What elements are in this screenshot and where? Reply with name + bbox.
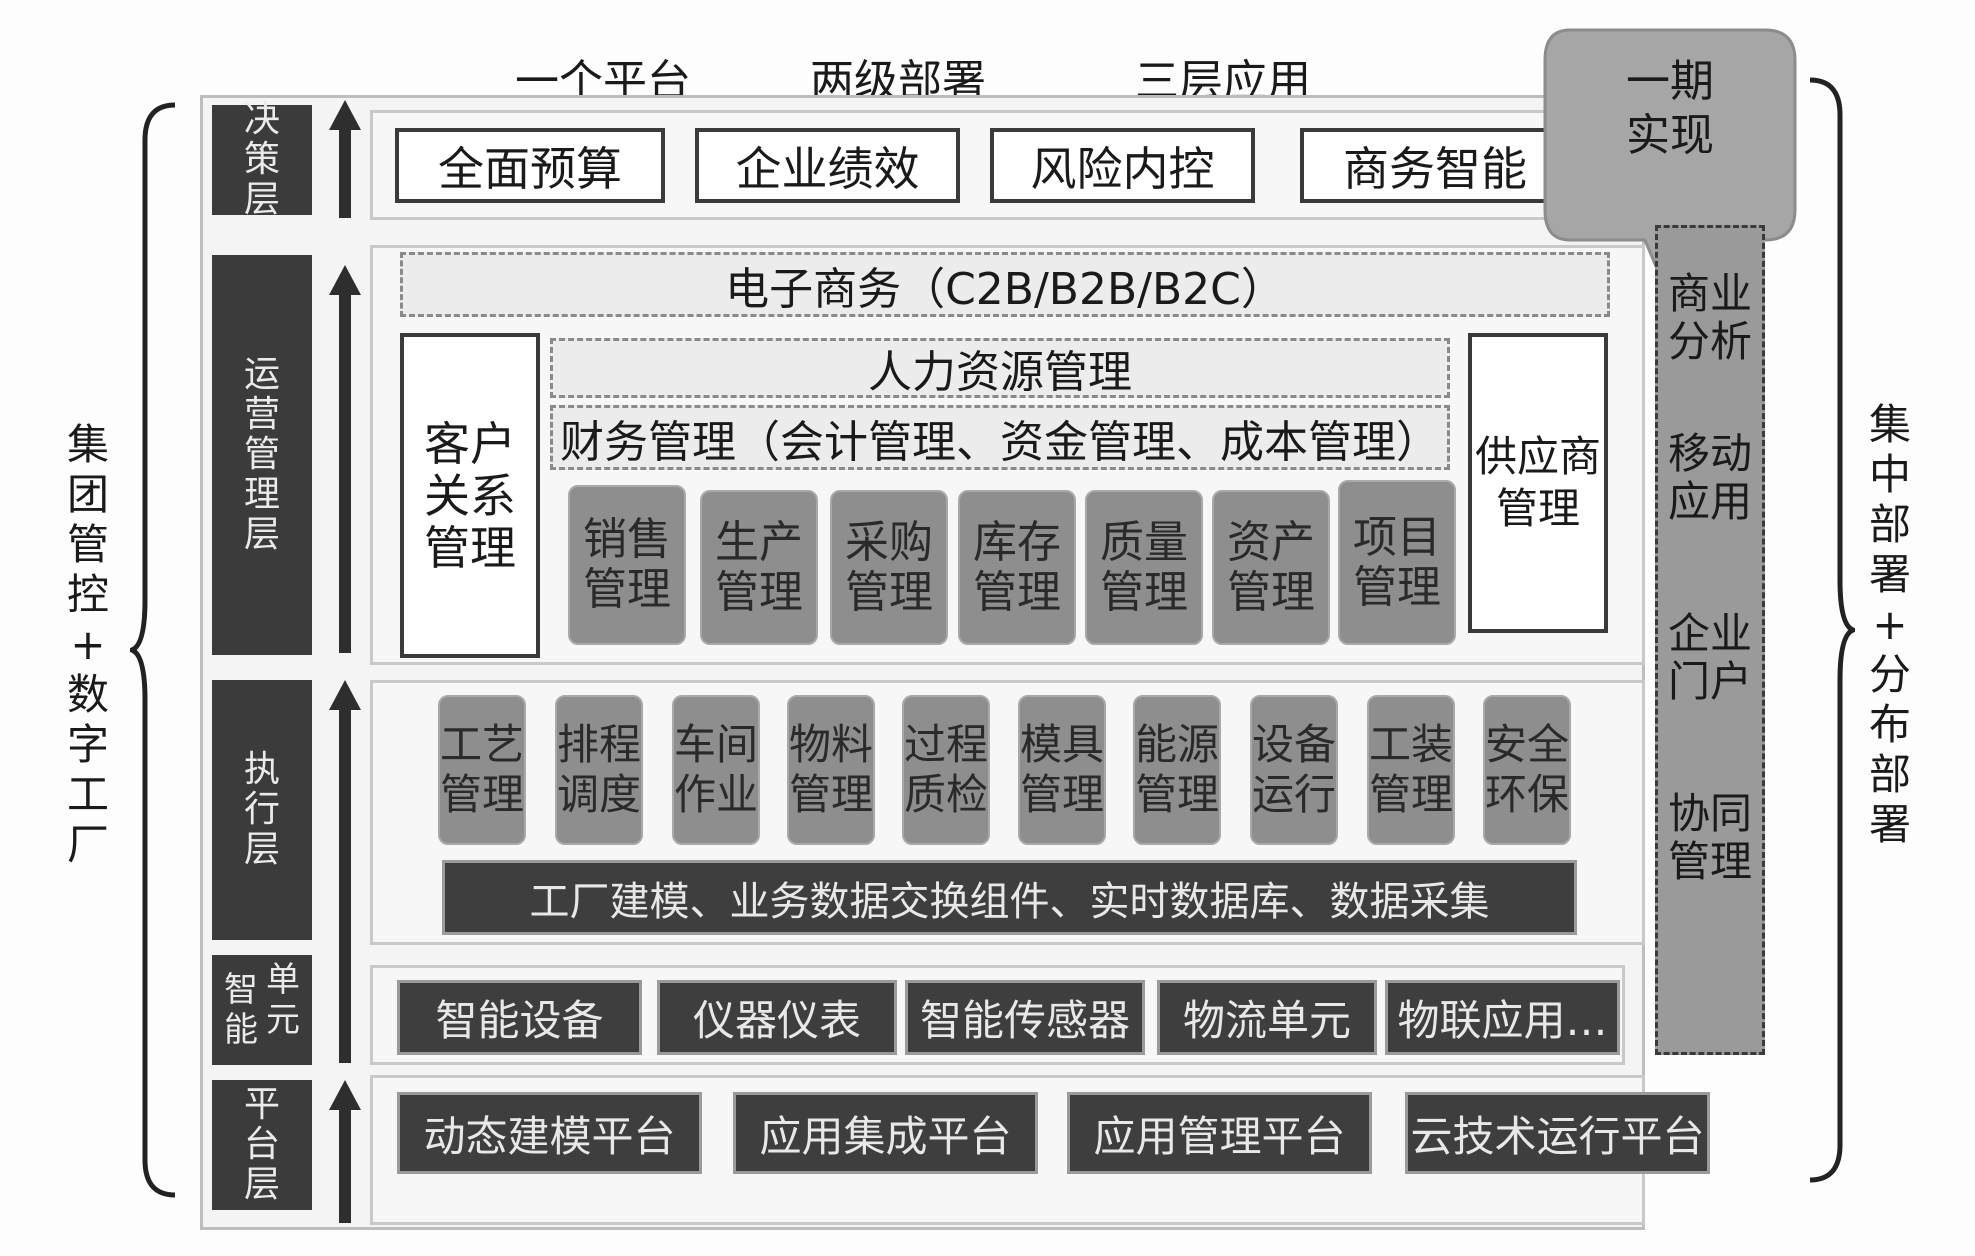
smart-item-devices: 智能设备	[397, 980, 642, 1055]
ops-module-inventory: 库存管理	[958, 490, 1076, 645]
decision-box-risk: 风险内控	[990, 128, 1255, 203]
ops-module-assets: 资产管理	[1212, 490, 1330, 645]
exec-data-bar: 工厂建模、业务数据交换组件、实时数据库、数据采集	[442, 860, 1577, 935]
decision-box-bi: 商务智能	[1300, 128, 1570, 203]
callout-text: 一期 实现	[1626, 56, 1714, 161]
ops-module-sales: 销售管理	[568, 485, 686, 645]
layer-label-execution: 执行层	[212, 680, 312, 940]
smart-item-instruments: 仪器仪表	[657, 980, 897, 1055]
ops-module-production: 生产管理	[700, 490, 818, 645]
arrow-execution-shaft	[339, 708, 351, 1063]
arrow-operation-shaft	[339, 293, 351, 653]
right-column	[1655, 225, 1765, 1055]
arrow-decision-shaft	[339, 128, 351, 218]
layer-label-decision: 决策层	[212, 100, 312, 220]
platform-item-modeling: 动态建模平台	[397, 1092, 702, 1174]
exec-module-equipment: 设备运行	[1250, 695, 1338, 845]
exec-module-molds: 模具管理	[1018, 695, 1106, 845]
exec-module-energy: 能源管理	[1133, 695, 1221, 845]
platform-item-integration: 应用集成平台	[733, 1092, 1038, 1174]
ops-module-quality: 质量管理	[1085, 490, 1203, 645]
crm-box: 客户关系管理	[400, 333, 540, 658]
hr-bar: 人力资源管理	[550, 338, 1450, 398]
exec-module-safety: 安全环保	[1483, 695, 1571, 845]
smart-item-iot: 物联应用…	[1385, 980, 1620, 1055]
layer-label-smart-unit: 智能 单元	[212, 955, 312, 1065]
layer-label-operation: 运营管理层	[212, 255, 312, 655]
smart-item-sensors: 智能传感器	[905, 980, 1145, 1055]
arrow-platform	[329, 1080, 361, 1110]
arrow-execution	[329, 680, 361, 710]
exec-module-process: 工艺管理	[438, 695, 526, 845]
exec-module-tooling: 工装管理	[1367, 695, 1455, 845]
arrow-operation	[329, 265, 361, 295]
exec-module-scheduling: 排程调度	[555, 695, 643, 845]
decision-box-budget: 全面预算	[395, 128, 665, 203]
right-item-mobile: 移动应用	[1667, 429, 1752, 526]
arrow-decision	[329, 100, 361, 130]
supplier-box: 供应商管理	[1468, 333, 1608, 633]
right-item-business-analysis: 商业分析	[1667, 269, 1752, 366]
left-brace-label: 集团管控+数字工厂	[66, 420, 109, 869]
finance-bar: 财务管理（会计管理、资金管理、成本管理）	[550, 405, 1450, 470]
smart-item-logistics: 物流单元	[1157, 980, 1377, 1055]
layer-label-platform: 平台层	[212, 1080, 312, 1210]
right-item-portal: 企业门户	[1667, 609, 1752, 706]
platform-item-management: 应用管理平台	[1067, 1092, 1372, 1174]
ops-module-project: 项目管理	[1338, 480, 1456, 645]
arrow-platform-shaft	[339, 1108, 351, 1223]
exec-module-workshop: 车间作业	[672, 695, 760, 845]
right-brace	[1809, 77, 1855, 1183]
right-item-collaboration: 协同管理	[1667, 789, 1752, 886]
ops-module-purchasing: 采购管理	[830, 490, 948, 645]
exec-module-inspection: 过程质检	[902, 695, 990, 845]
ecommerce-bar: 电子商务（C2B/B2B/B2C）	[400, 252, 1610, 317]
left-brace	[130, 102, 176, 1198]
right-brace-label: 集中部署+分布部署	[1868, 400, 1911, 849]
exec-module-materials: 物料管理	[787, 695, 875, 845]
platform-item-cloud: 云技术运行平台	[1405, 1092, 1710, 1174]
decision-box-performance: 企业绩效	[695, 128, 960, 203]
